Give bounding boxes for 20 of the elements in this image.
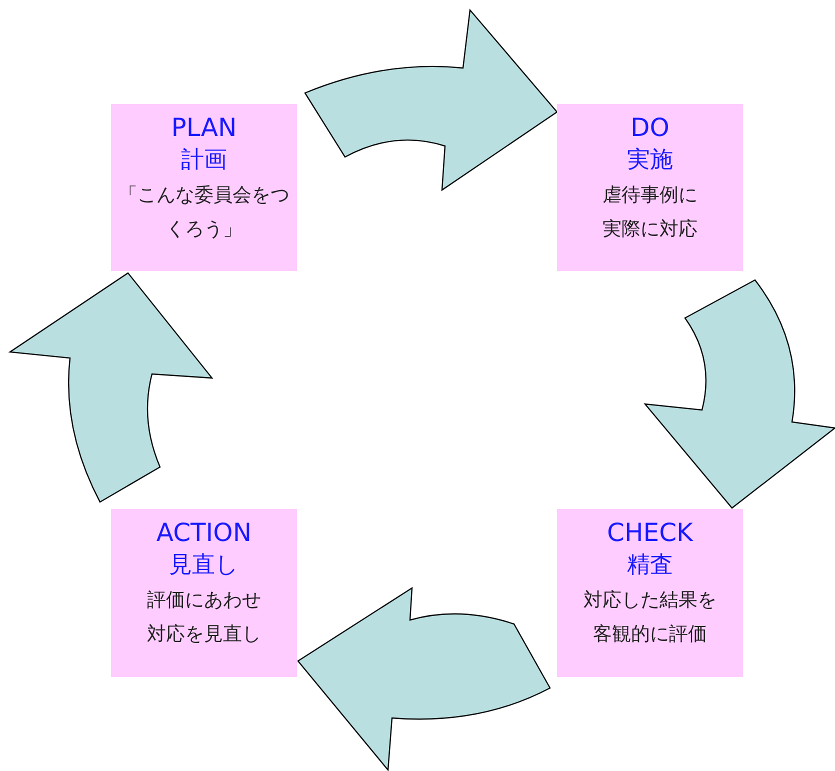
stage-subtitle: 精査	[627, 551, 673, 580]
stage-description: 評価にあわせ対応を見直し	[146, 588, 262, 647]
curved-arrow	[304, 9, 558, 191]
stage-subtitle: 計画	[181, 146, 227, 175]
curved-arrow	[644, 279, 835, 509]
curved-arrow	[9, 272, 213, 503]
stage-subtitle: 実施	[627, 146, 673, 175]
stage-subtitle: 見直し	[169, 551, 239, 580]
stage-box	[111, 104, 297, 271]
stage-title: ACTION	[156, 517, 252, 549]
stage-description: 対応した結果を客観的に評価	[582, 588, 718, 647]
stage-title: DO	[630, 112, 670, 144]
stage-box	[557, 104, 743, 271]
stage-description: 「こんな委員会をつくろう」	[118, 183, 290, 242]
stage-title: CHECK	[607, 517, 693, 549]
stage-description: 虐待事例に実際に対応	[602, 183, 698, 242]
stage-title: PLAN	[171, 112, 237, 144]
curved-arrow	[297, 587, 551, 771]
stage-box	[111, 509, 297, 677]
stage-box	[557, 509, 743, 677]
